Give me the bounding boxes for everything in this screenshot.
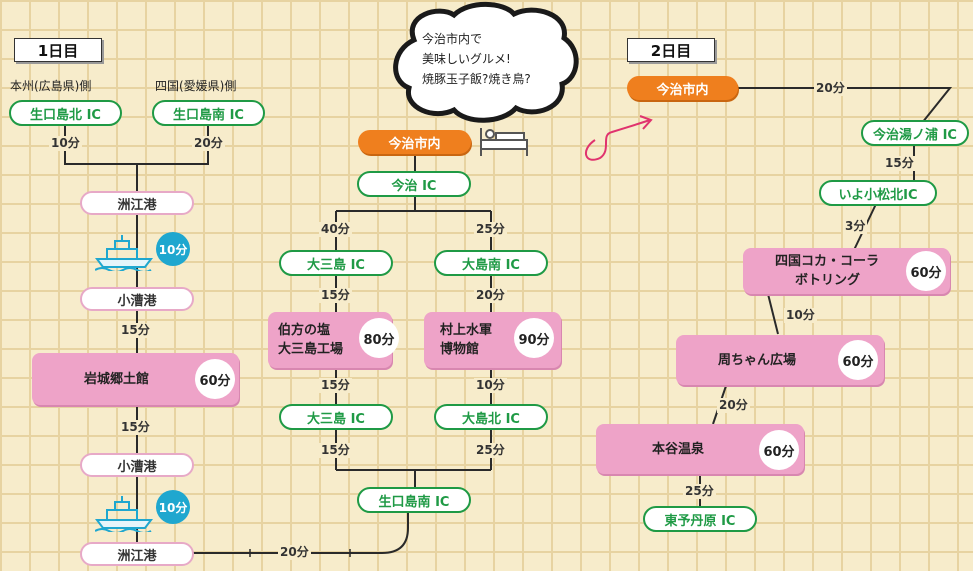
stay-time-badge: 80分 bbox=[359, 318, 399, 358]
imabari-yunoura-ic: 今治湯ノ浦 IC bbox=[861, 120, 969, 146]
oshima-minami-ic: 大島南 IC bbox=[434, 250, 548, 276]
time-label: 3分 bbox=[843, 219, 868, 234]
ferry-icon bbox=[95, 235, 153, 271]
time-label: 20分 bbox=[717, 398, 750, 413]
bed-icon bbox=[480, 128, 528, 156]
time-label: 15分 bbox=[319, 288, 352, 303]
imabari-city-stay: 今治市内 bbox=[358, 130, 471, 154]
hakata-line-1: 伯方の塩 bbox=[278, 323, 331, 338]
time-label: 20分 bbox=[814, 81, 847, 96]
stay-time-badge: 90分 bbox=[514, 318, 554, 358]
stay-time-badge: 60分 bbox=[759, 430, 799, 470]
time-label: 15分 bbox=[119, 323, 152, 338]
time-label: 25分 bbox=[683, 484, 716, 499]
higashiyo-tanbara-ic: 東予丹原 IC bbox=[643, 506, 757, 532]
hontani-label: 本谷温泉 bbox=[652, 441, 705, 457]
day1-label: 1日目 bbox=[14, 38, 102, 62]
imabari-city-day2: 今治市内 bbox=[627, 76, 738, 100]
kosoukou-port-bottom: 小漕港 bbox=[80, 453, 194, 477]
honshu-side-label: 本州(広島県)側 bbox=[10, 79, 92, 93]
ikuchi-minami-ic-bottom: 生口島南 IC bbox=[357, 487, 471, 513]
time-label: 10分 bbox=[49, 136, 82, 151]
shuchan-label: 周ちゃん広場 bbox=[718, 352, 797, 368]
omishima-ic-bottom: 大三島 IC bbox=[279, 404, 393, 430]
time-label: 40分 bbox=[319, 222, 352, 237]
cloud-line-3: 焼豚玉子飯?焼き鳥? bbox=[422, 72, 531, 86]
cocacola-line-1: 四国コカ・コーラ bbox=[775, 254, 880, 269]
time-label: 10分 bbox=[784, 308, 817, 323]
time-label: 25分 bbox=[474, 222, 507, 237]
cloud-line-2: 美味しいグルメ! bbox=[422, 52, 511, 66]
murakami-line-2: 博物館 bbox=[440, 342, 480, 357]
hakata-line-2: 大三島工場 bbox=[278, 342, 344, 357]
omishima-ic-top: 大三島 IC bbox=[279, 250, 393, 276]
time-label: 15分 bbox=[319, 443, 352, 458]
murakami-line-1: 村上水軍 bbox=[440, 323, 493, 338]
ferry-time-badge: 10分 bbox=[156, 490, 190, 524]
stay-time-badge: 60分 bbox=[195, 359, 235, 399]
time-label: 15分 bbox=[319, 378, 352, 393]
imabari-ic: 今治 IC bbox=[357, 171, 471, 197]
time-label: 15分 bbox=[883, 156, 916, 171]
iyo-komatsu-kita-ic: いよ小松北IC bbox=[819, 180, 937, 206]
ikuchi-kita-ic: 生口島北 IC bbox=[9, 100, 122, 126]
stay-time-badge: 60分 bbox=[838, 340, 878, 380]
ikuchi-minami-ic-left: 生口島南 IC bbox=[152, 100, 265, 126]
time-label: 15分 bbox=[119, 420, 152, 435]
stay-time-badge: 60分 bbox=[906, 251, 946, 291]
time-label: 20分 bbox=[474, 288, 507, 303]
time-label: 10分 bbox=[474, 378, 507, 393]
time-label: 25分 bbox=[474, 443, 507, 458]
time-label: 20分 bbox=[192, 136, 225, 151]
iwagi-museum-label: 岩城郷土館 bbox=[84, 371, 150, 387]
day2-label: 2日目 bbox=[627, 38, 715, 62]
suekou-port-top: 洲江港 bbox=[80, 191, 194, 215]
suekou-port-bottom: 洲江港 bbox=[80, 542, 194, 566]
shikoku-side-label: 四国(愛媛県)側 bbox=[155, 79, 237, 93]
ferry-icon bbox=[95, 496, 153, 532]
time-label: 20分 bbox=[278, 545, 311, 560]
oshima-kita-ic: 大島北 IC bbox=[434, 404, 548, 430]
cocacola-line-2: ボトリング bbox=[795, 273, 861, 288]
ferry-time-badge: 10分 bbox=[156, 232, 190, 266]
kosoukou-port-top: 小漕港 bbox=[80, 287, 194, 311]
arrow-swirl-icon bbox=[585, 115, 653, 161]
cloud-bubble-icon bbox=[393, 1, 579, 123]
cloud-line-1: 今治市内で bbox=[422, 32, 483, 46]
